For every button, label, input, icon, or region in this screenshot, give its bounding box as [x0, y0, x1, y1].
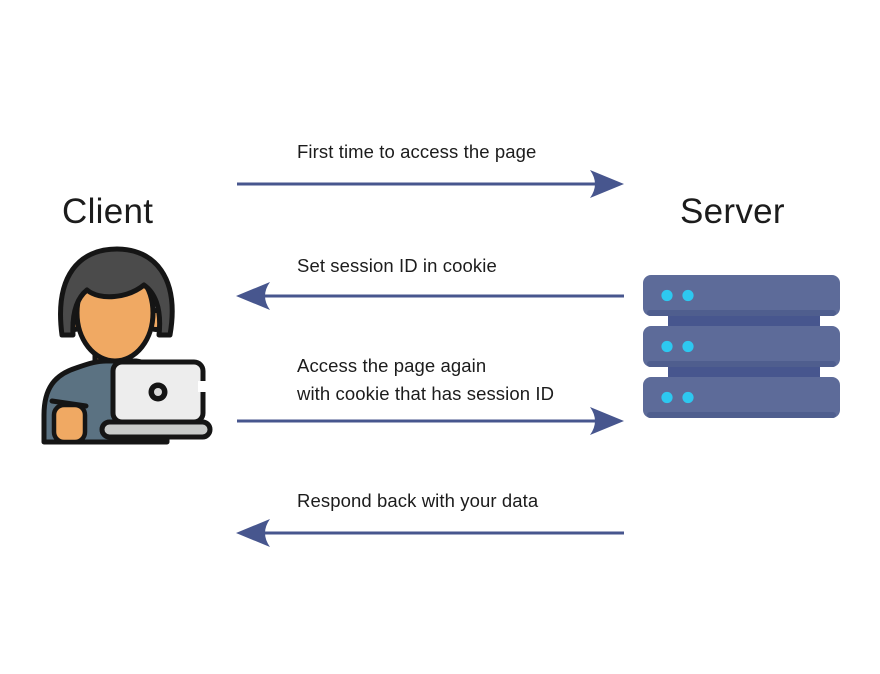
- person-hair-icon: [58, 246, 175, 338]
- message-label-second-request: Access the page again with cookie that h…: [297, 352, 554, 407]
- server-unit-1: [643, 275, 840, 316]
- laptop-base: [99, 419, 213, 440]
- server-unit-3-led-2: [682, 391, 694, 404]
- server-unit-1-led-1: [661, 289, 673, 302]
- server-unit-2-shadow: [647, 361, 836, 367]
- server-label: Server: [680, 192, 785, 231]
- arrow-data-response-icon: [236, 519, 624, 547]
- server-unit-2-led-1: [661, 340, 673, 353]
- laptop-lid-outline-gap: [198, 381, 208, 392]
- server-unit-1-led-2: [682, 289, 694, 302]
- message-label-first-request: First time to access the page: [297, 141, 537, 162]
- person-sleeve-cuff: [49, 398, 89, 409]
- arrow-set-cookie-response-icon: [236, 282, 624, 310]
- server-stack-icon: [643, 275, 840, 418]
- arrow-second-request-icon: [237, 407, 624, 435]
- server-unit-3-led-1: [661, 391, 673, 404]
- message-label-set-cookie: Set session ID in cookie: [297, 255, 497, 276]
- server-unit-3-shadow: [647, 412, 836, 418]
- message-label-second-request-line1: Access the page again: [297, 355, 487, 376]
- server-divider-1: [668, 312, 820, 330]
- person-hand: [51, 402, 88, 445]
- message-label-second-request-line2: with cookie that has session ID: [297, 382, 555, 404]
- laptop-logo-center: [154, 388, 162, 396]
- client-label: Client: [62, 192, 154, 231]
- server-unit-2-led-2: [682, 340, 694, 353]
- message-label-respond-data: Respond back with your data: [297, 490, 539, 511]
- person-with-laptop-icon: [41, 246, 213, 445]
- server-unit-2: [643, 326, 840, 367]
- arrow-first-request-icon: [237, 170, 624, 198]
- server-unit-3: [643, 377, 840, 418]
- server-divider-2: [668, 363, 820, 381]
- server-unit-1-shadow: [647, 310, 836, 316]
